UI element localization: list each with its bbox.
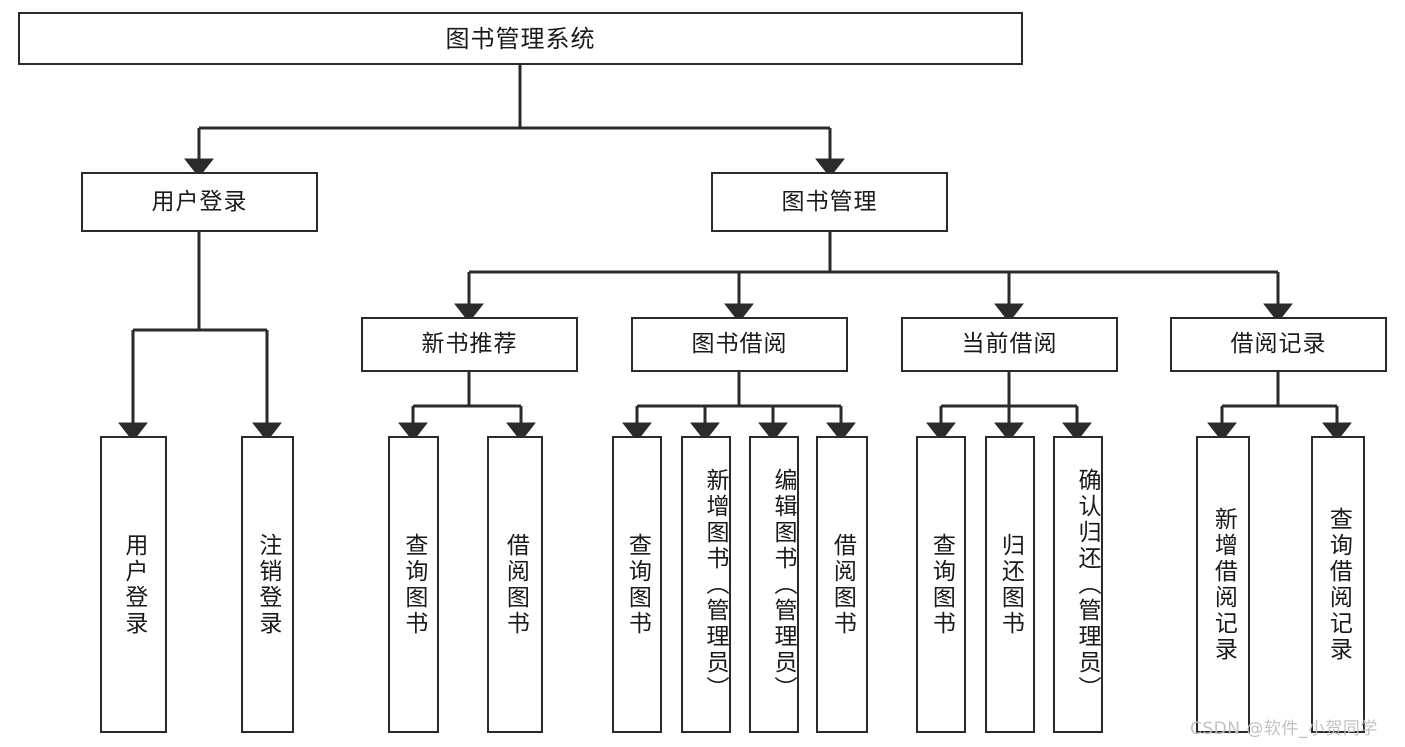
node-user-login[interactable]: 用户登录	[81, 172, 318, 232]
node-new-book-recommend[interactable]: 新书推荐	[361, 317, 578, 372]
node-leaf-add-borrow-record[interactable]: 新增借阅记录	[1196, 436, 1250, 733]
node-leaf-borrow-book-recommend[interactable]: 借阅图书	[487, 436, 543, 733]
node-leaf-add-book-admin[interactable]: 新增图书（管理员）	[681, 436, 731, 733]
node-borrow-record[interactable]: 借阅记录	[1170, 317, 1387, 372]
node-leaf-edit-book-admin[interactable]: 编辑图书（管理员）	[749, 436, 799, 733]
node-leaf-query-book-borrow[interactable]: 查询图书	[612, 436, 662, 733]
node-book-borrow[interactable]: 图书借阅	[631, 317, 848, 372]
node-leaf-return-book[interactable]: 归还图书	[985, 436, 1035, 733]
node-book-management[interactable]: 图书管理	[711, 172, 948, 232]
csdn-watermark: CSDN @软件_小贺同学	[1190, 719, 1378, 739]
node-leaf-query-book-recommend[interactable]: 查询图书	[388, 436, 439, 733]
node-leaf-user-login[interactable]: 用户登录	[100, 436, 167, 733]
node-leaf-confirm-return-admin[interactable]: 确认归还（管理员）	[1053, 436, 1103, 733]
node-root-book-management-system[interactable]: 图书管理系统	[18, 12, 1023, 65]
node-leaf-query-book-current[interactable]: 查询图书	[916, 436, 966, 733]
node-leaf-logout-login[interactable]: 注销登录	[241, 436, 294, 733]
node-current-borrow[interactable]: 当前借阅	[901, 317, 1118, 372]
node-leaf-query-borrow-record[interactable]: 查询借阅记录	[1311, 436, 1365, 733]
node-leaf-borrow-book-borrow[interactable]: 借阅图书	[816, 436, 868, 733]
